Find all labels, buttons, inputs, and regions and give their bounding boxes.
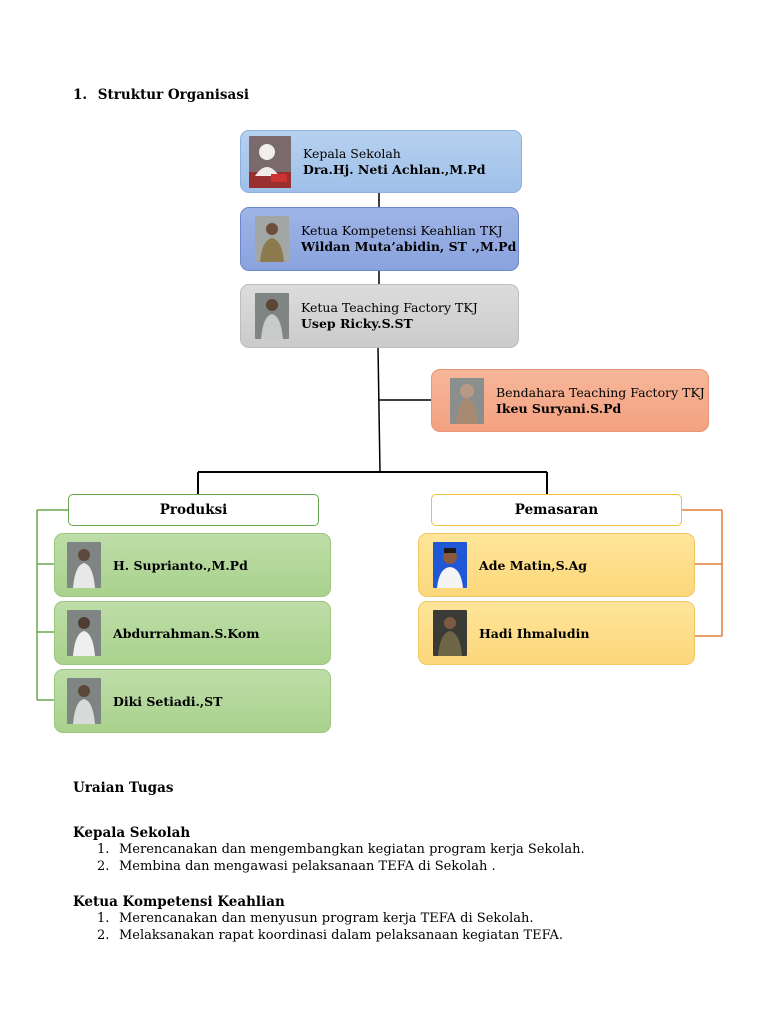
person-name: Wildan Muta’abidin, ST .,M.Pd xyxy=(301,239,517,254)
person-name: H. Suprianto.,M.Pd xyxy=(113,557,248,573)
portrait-photo-icon xyxy=(255,293,289,339)
org-connectors xyxy=(36,192,723,701)
portrait-photo-icon xyxy=(67,678,101,724)
list-item: 1.Merencanakan dan menyusun program kerj… xyxy=(97,911,534,926)
member-box-produksi-3: Diki Setiadi.,ST xyxy=(54,669,331,733)
person-name: Dra.Hj. Neti Achlan.,M.Pd xyxy=(303,161,486,177)
person-name: Ade Matin,S.Ag xyxy=(479,557,588,573)
group-header-produksi: Produksi xyxy=(68,494,319,526)
person-name: Abdurrahman.S.Kom xyxy=(113,625,260,641)
section-heading: 1. Struktur Organisasi xyxy=(73,87,249,103)
section-number: 1. xyxy=(73,87,88,103)
uraian-section-title: Kepala Sekolah xyxy=(73,825,191,841)
person-name: Usep Ricky.S.ST xyxy=(301,316,413,331)
uraian-section-kakomli: Ketua Kompetensi Keahlian 1.Merencanakan… xyxy=(73,894,693,944)
list-item: 1.Merencanakan dan mengembangkan kegiata… xyxy=(97,842,585,857)
role-label: Bendahara Teaching Factory TKJ xyxy=(496,384,705,400)
portrait-photo-icon xyxy=(67,610,101,656)
uraian-section-kepala: Kepala Sekolah 1.Merencanakan dan mengem… xyxy=(73,825,693,875)
uraian-section-title: Ketua Kompetensi Keahlian xyxy=(73,894,285,910)
list-item: 2.Membina dan mengawasi pelaksanaan TEFA… xyxy=(97,859,496,874)
portrait-photo-icon xyxy=(249,135,291,188)
portrait-photo-icon xyxy=(433,542,467,588)
member-box-pemasaran-2: Hadi Ihmaludin xyxy=(418,601,695,665)
org-box-kepala-sekolah: Kepala Sekolah Dra.Hj. Neti Achlan.,M.Pd xyxy=(240,130,522,193)
role-label: Ketua Teaching Factory TKJ xyxy=(301,300,478,315)
member-box-produksi-2: Abdurrahman.S.Kom xyxy=(54,601,331,665)
org-box-ketua-kompetensi: Ketua Kompetensi Keahlian TKJ Wildan Mut… xyxy=(240,207,519,271)
member-box-produksi-1: H. Suprianto.,M.Pd xyxy=(54,533,331,597)
group-header-pemasaran: Pemasaran xyxy=(431,494,682,526)
section-title: Struktur Organisasi xyxy=(97,87,250,103)
portrait-photo-icon xyxy=(450,377,484,424)
person-name: Hadi Ihmaludin xyxy=(479,625,590,641)
role-label: Ketua Kompetensi Keahlian TKJ xyxy=(301,223,503,238)
org-box-bendahara: Bendahara Teaching Factory TKJ Ikeu Sury… xyxy=(431,369,709,432)
person-name: Ikeu Suryani.S.Pd xyxy=(496,400,622,416)
person-name: Diki Setiadi.,ST xyxy=(113,693,223,709)
member-box-pemasaran-1: Ade Matin,S.Ag xyxy=(418,533,695,597)
list-item: 2.Melaksanakan rapat koordinasi dalam pe… xyxy=(97,928,564,943)
portrait-photo-icon xyxy=(255,216,289,262)
uraian-title: Uraian Tugas xyxy=(73,780,174,796)
portrait-photo-icon xyxy=(433,610,467,656)
org-box-ketua-tefa: Ketua Teaching Factory TKJ Usep Ricky.S.… xyxy=(240,284,519,348)
role-label: Kepala Sekolah xyxy=(303,145,401,161)
portrait-photo-icon xyxy=(67,542,101,588)
